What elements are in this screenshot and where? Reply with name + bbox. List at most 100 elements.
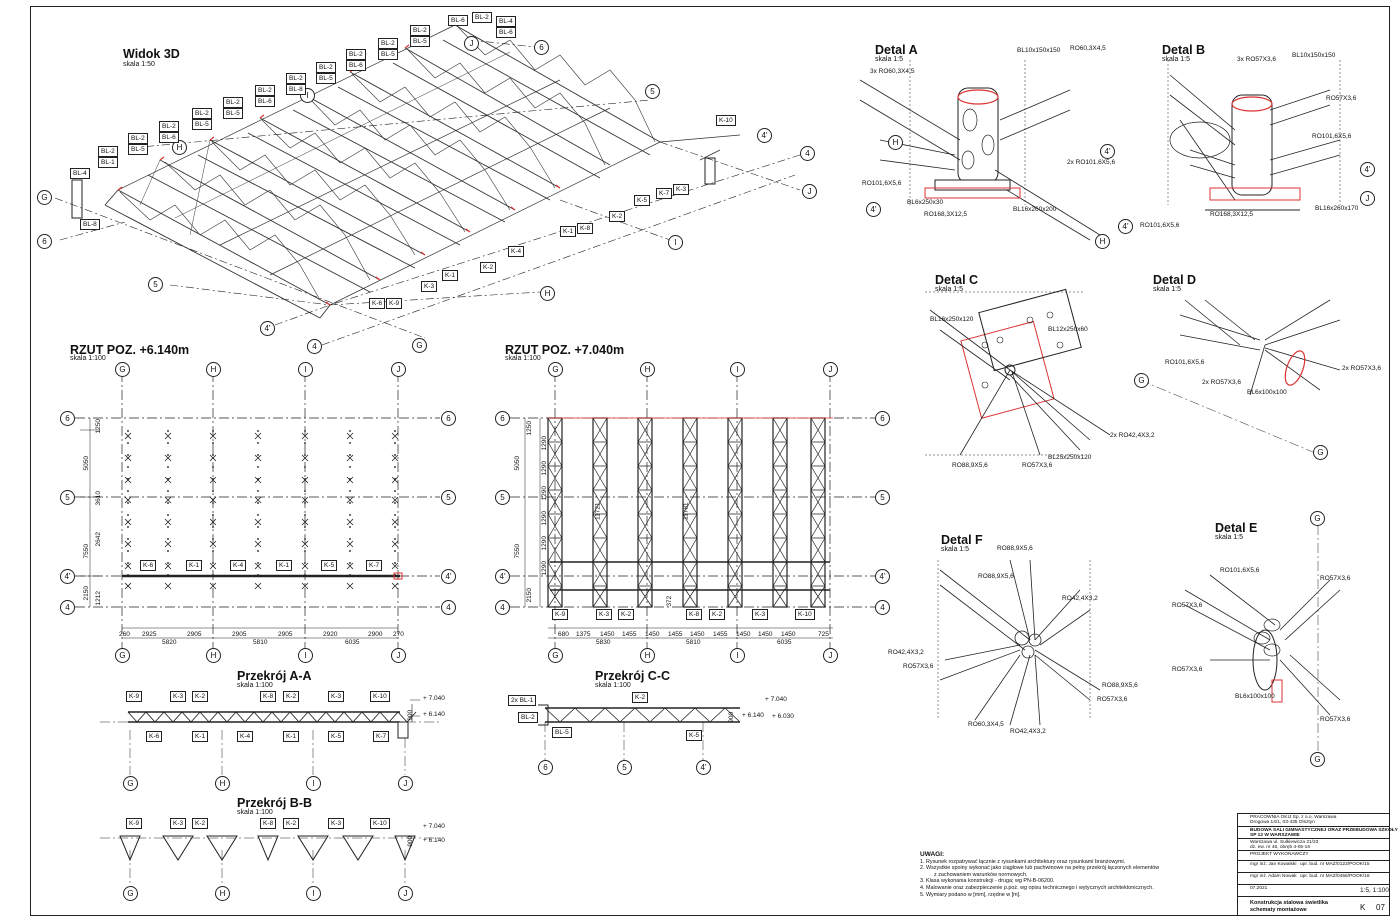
- axis-bubble: H: [640, 362, 655, 377]
- dim-label: 5050: [513, 456, 521, 471]
- element-tag: K-9: [552, 609, 569, 620]
- dim-label: 1450: [781, 631, 796, 638]
- dim-label: 1450: [600, 631, 615, 638]
- element-tag: K-3: [170, 691, 187, 702]
- dim-label: 1450: [645, 631, 660, 638]
- detail-label: BL6x100x100: [1235, 693, 1275, 700]
- element-tag: K-1: [276, 560, 293, 571]
- axis-bubble: J: [398, 886, 413, 901]
- tb-project: BUDOWA SALI GIMNASTYCZNEJ ORAZ PRZEBUDOW…: [1250, 828, 1398, 833]
- dim-label: 3610: [94, 491, 102, 506]
- element-tag: BL-4: [496, 16, 516, 27]
- axis-bubble: G: [1313, 445, 1328, 460]
- dim-label: 1450: [690, 631, 705, 638]
- detail-label: RO101,6X5,6: [862, 180, 902, 187]
- section-cc-scale: skala 1:100: [595, 682, 631, 689]
- element-tag: BL-2: [518, 712, 538, 723]
- axis-bubble: I: [668, 235, 683, 250]
- dim-label: 5810: [686, 639, 701, 646]
- element-tag: K-3: [596, 609, 613, 620]
- note-line: 5. Wymiary podano w [mm], rzędne w [m].: [920, 891, 1021, 898]
- detail-e-title: Detal E: [1215, 521, 1258, 535]
- element-tag: K-8: [686, 609, 703, 620]
- detail-c-scale: skala 1:5: [935, 286, 964, 293]
- tb-sheet-number: 07: [1376, 903, 1385, 912]
- dim-label: 2150: [82, 586, 90, 601]
- detail-d-title: Detal D: [1153, 273, 1197, 287]
- axis-bubble: 4: [307, 339, 322, 354]
- axis-bubble: 4': [1100, 144, 1115, 159]
- tb-checker-license: upr. bud. nr MAZ/0456/POOK/18: [1300, 874, 1370, 879]
- dim-label: 2905: [232, 631, 247, 638]
- detail-b-scale: skala 1:5: [1162, 56, 1191, 63]
- section-aa-scale: skala 1:100: [237, 682, 273, 689]
- tb-address: Drogowa 14/1, 03-435 Olsztyn: [1250, 820, 1315, 825]
- title-block: PRACOWNIA OKIJ Sp. z o.o. Warszawa Drogo…: [1237, 813, 1398, 916]
- tb-row: BUDOWA SALI GIMNASTYCZNEJ ORAZ PRZEBUDOW…: [1238, 826, 1398, 838]
- element-tag: BL-2: [472, 12, 492, 23]
- detail-label: BL6x100x100: [1247, 389, 1287, 396]
- element-tag: BL-5: [552, 727, 572, 738]
- element-tag: K-2: [192, 818, 209, 829]
- detail-d-scale: skala 1:5: [1153, 286, 1182, 293]
- element-tag: BL-2: [98, 146, 118, 157]
- detail-label: BL16x260x170: [1315, 205, 1359, 212]
- plan-7040-scale: skala 1:100: [505, 355, 541, 362]
- element-tag: K-1: [560, 226, 577, 237]
- tb-project-2: SP 12 W WARSZAWIE: [1250, 833, 1300, 838]
- element-tag: BL-2: [316, 62, 336, 73]
- plan-7040-linework: [510, 372, 880, 650]
- axis-bubble: 4: [441, 600, 456, 615]
- dim-label: 260: [119, 631, 130, 638]
- dim-label: 1290: [540, 461, 548, 476]
- tb-location: Warszawa ul. Sulkiewicza 21/23: [1250, 840, 1319, 845]
- detail-label: BL10x150x150: [1292, 52, 1336, 59]
- tb-row: PRACOWNIA OKIJ Sp. z o.o. Warszawa Drogo…: [1238, 814, 1389, 826]
- axis-bubble: 6: [60, 411, 75, 426]
- detail-label: BL16x260x200: [1013, 206, 1057, 213]
- tb-row: mgr inż. Jan Kowalski upr. bud. nr MAZ/0…: [1238, 860, 1389, 872]
- dim-label: 900: [728, 711, 736, 723]
- element-tag: BL-2: [410, 25, 430, 36]
- detail-d-linework: [1139, 299, 1341, 456]
- axis-bubble: 4': [1118, 219, 1133, 234]
- element-tag: BL-6: [346, 60, 366, 71]
- dim-label: 7550: [513, 544, 521, 559]
- element-tag: K-5: [328, 731, 345, 742]
- section-cc-linework: [538, 704, 741, 760]
- dim-label: 1290: [540, 511, 548, 526]
- element-tag: K-6: [369, 298, 386, 309]
- section-cc-title: Przekrój C-C: [595, 669, 671, 683]
- detail-label: RO42,4X3,2: [1062, 595, 1098, 602]
- axis-bubble: 5: [617, 760, 632, 775]
- tb-row: mgr inż. Adam Nowak upr. bud. nr MAZ/045…: [1238, 872, 1389, 884]
- axis-bubble: 5: [148, 277, 163, 292]
- level-label: + 7.040: [765, 696, 787, 703]
- tb-scale: 1:5, 1:100: [1360, 887, 1389, 894]
- view-3d-title: Widok 3D: [123, 47, 180, 61]
- element-tag: BL-6: [496, 27, 516, 38]
- note-line: 1. Rysunek rozpatrywać łącznie z rysunka…: [920, 858, 1126, 865]
- axis-bubble: I: [306, 776, 321, 791]
- section-aa-linework: [100, 699, 440, 775]
- dim-label: 1455: [713, 631, 728, 638]
- dim-label: 11721: [594, 502, 602, 521]
- axis-bubble: J: [1360, 191, 1375, 206]
- element-tag: K-10: [370, 818, 390, 829]
- detail-label: RO42,4X3,2: [1010, 728, 1046, 735]
- detail-label: RO168,3X12,5: [924, 211, 968, 218]
- element-tag: BL-8: [80, 219, 100, 230]
- element-tag: BL-1: [98, 157, 118, 168]
- element-tag: K-9: [386, 298, 403, 309]
- element-tag: K-10: [370, 691, 390, 702]
- level-label: + 6.030: [772, 713, 794, 720]
- tb-location-2: dz. ew. nr 45, obręb 4-05-16: [1250, 845, 1310, 850]
- element-tag: BL-5: [128, 144, 148, 155]
- element-tag: K-1: [192, 731, 209, 742]
- dim-label: 6035: [777, 639, 792, 646]
- tb-designer-license: upr. bud. nr MAZ/0123/POOK/15: [1300, 862, 1370, 867]
- element-tag: K-3: [421, 281, 438, 292]
- axis-bubble: 4': [875, 569, 890, 584]
- dim-label: 1375: [576, 631, 591, 638]
- note-line: 4. Malowanie oraz zabezpieczenie p.poż. …: [920, 884, 1154, 891]
